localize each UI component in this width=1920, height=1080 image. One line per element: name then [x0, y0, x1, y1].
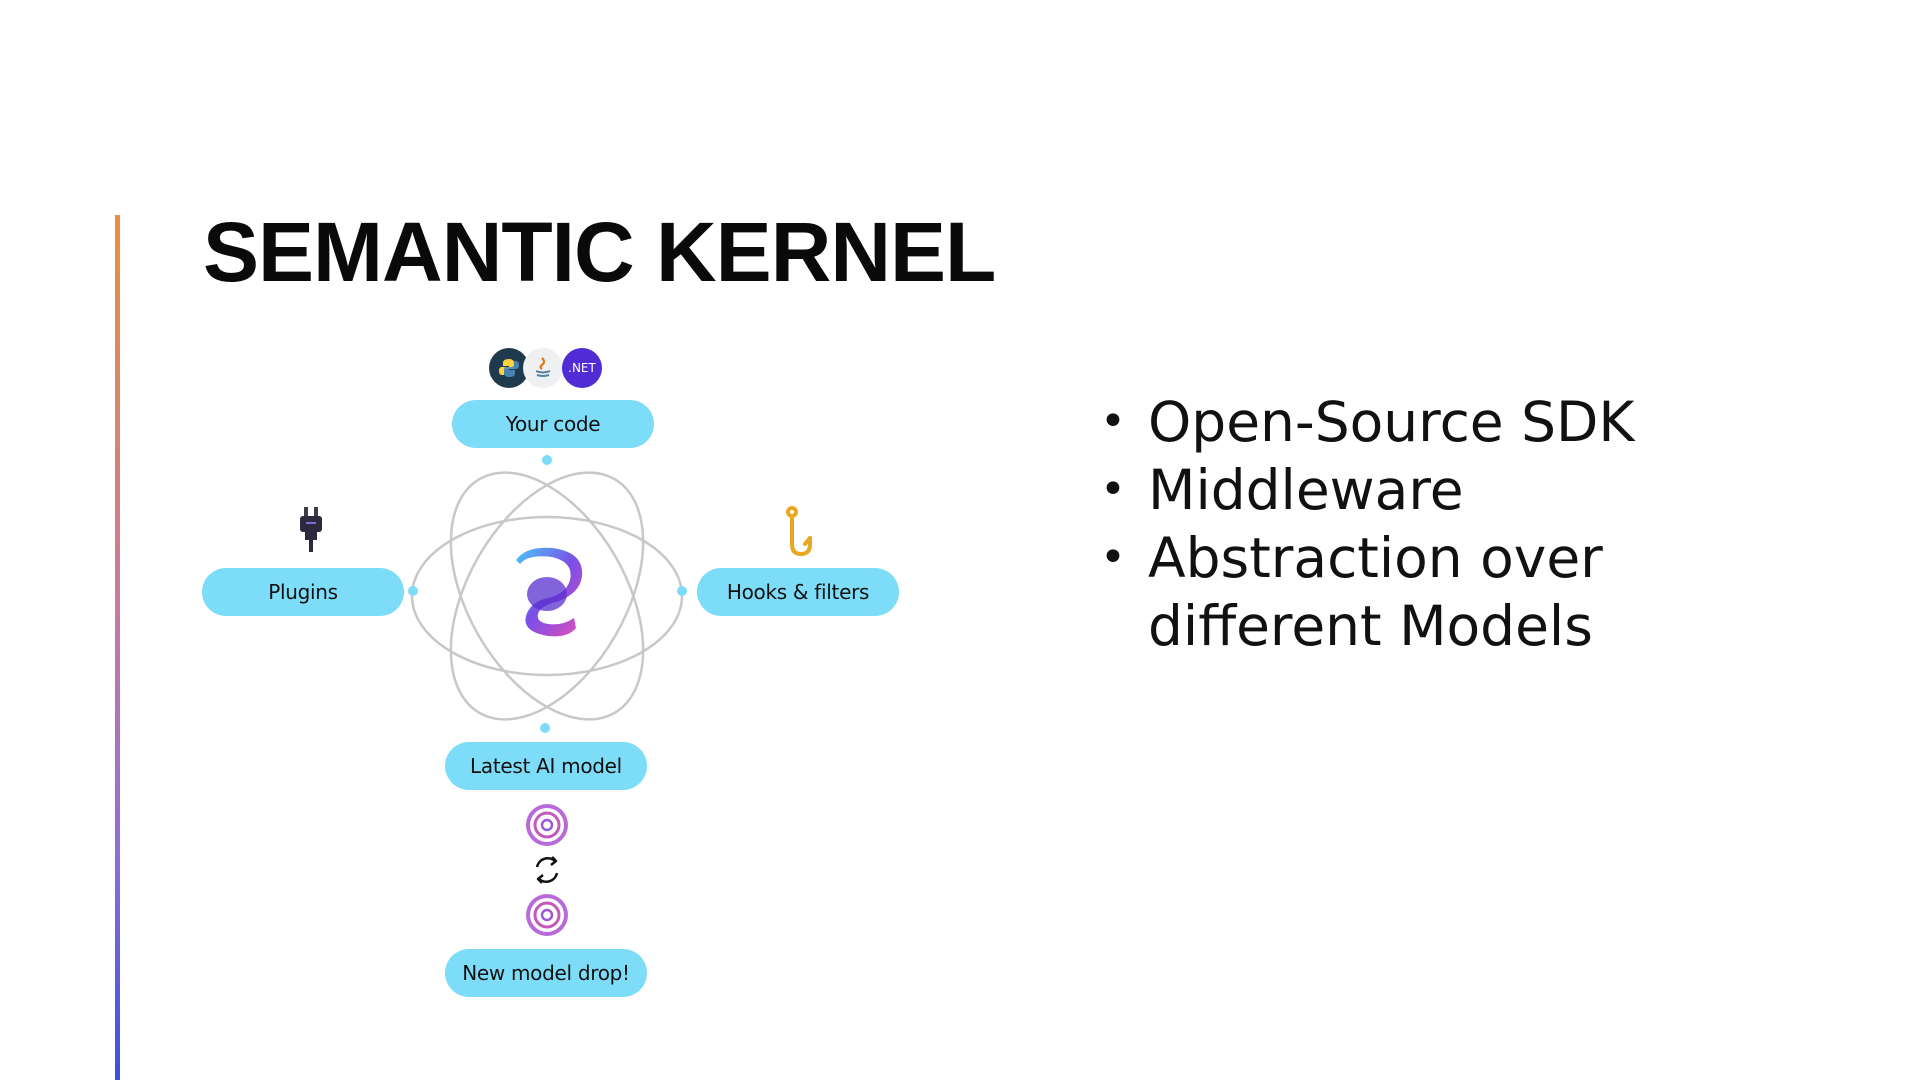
node-hooks-filters: Hooks & filters — [697, 568, 899, 616]
node-plugins: Plugins — [202, 568, 404, 616]
orbit-dot-left — [408, 586, 418, 596]
slide-title: SEMANTIC KERNEL — [203, 205, 996, 299]
node-your-code: Your code — [452, 400, 654, 448]
node-hooks-filters-label: Hooks & filters — [726, 580, 870, 604]
node-latest-ai-model: Latest AI model — [445, 742, 647, 790]
node-latest-ai-model-label: Latest AI model — [470, 754, 622, 778]
bullet-item: Open-Source SDK — [1100, 388, 1708, 456]
dotnet-icon: .NET — [562, 348, 602, 388]
plug-icon — [300, 507, 322, 552]
hook-icon — [786, 506, 812, 557]
dotnet-label: .NET — [568, 361, 596, 375]
node-your-code-label: Your code — [505, 412, 601, 436]
orbit-3 — [449, 471, 645, 721]
node-plugins-label: Plugins — [268, 580, 338, 604]
bullet-item: Abstraction over different Models — [1100, 524, 1708, 660]
java-icon — [523, 348, 563, 388]
openai-icon-bottom — [526, 894, 568, 936]
openai-icon-top — [526, 804, 568, 846]
bullet-list: Open-Source SDK Middleware Abstraction o… — [1100, 388, 1708, 660]
orbit-dot-top — [542, 455, 552, 465]
refresh-icon — [535, 856, 559, 884]
node-new-model-drop: New model drop! — [445, 949, 647, 997]
python-icon — [489, 348, 529, 388]
orbit-dot-right — [677, 586, 687, 596]
bullet-item: Middleware — [1100, 456, 1708, 524]
accent-bar — [115, 215, 120, 1080]
orbit-2 — [449, 471, 645, 721]
node-new-model-drop-label: New model drop! — [462, 961, 630, 985]
semantic-kernel-logo-icon — [516, 547, 583, 637]
orbit-dot-bottom — [540, 723, 550, 733]
